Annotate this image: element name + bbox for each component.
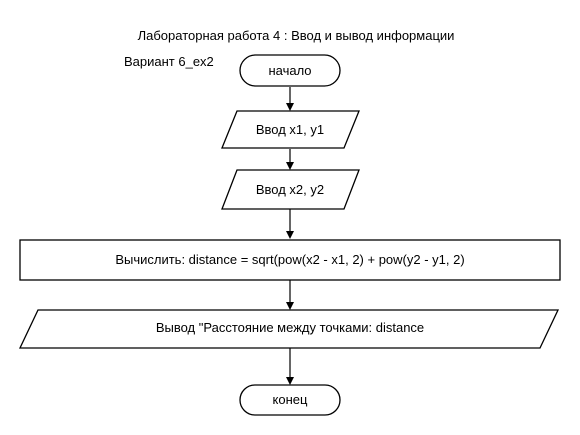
- connector-start-to-input1: [286, 87, 294, 111]
- input-x2-y2-block: Ввод x2, y2: [221, 169, 360, 210]
- compute-distance-block: Вычислить: distance = sqrt(pow(x2 - x1, …: [19, 239, 561, 281]
- input2-label: Ввод x2, y2: [256, 182, 324, 197]
- end-terminator: конец: [239, 384, 341, 416]
- variant-label: Вариант 6_ex2: [124, 54, 214, 69]
- diagram-title: Лабораторная работа 4 : Ввод и вывод инф…: [138, 28, 455, 43]
- start-terminator: начало: [239, 54, 341, 87]
- input-x1-y1-block: Ввод x1, y1: [221, 110, 360, 149]
- output-label: Вывод "Расстояние между точками: distanc…: [156, 320, 424, 335]
- output-distance-block: Вывод "Расстояние между точками: distanc…: [18, 309, 560, 349]
- connector-process-to-output: [286, 280, 294, 310]
- connector-input1-to-input2: [286, 149, 294, 170]
- start-label: начало: [268, 63, 311, 78]
- end-label: конец: [273, 392, 308, 407]
- connector-output-to-end: [286, 348, 294, 385]
- process-label: Вычислить: distance = sqrt(pow(x2 - x1, …: [115, 252, 464, 267]
- input1-label: Ввод x1, y1: [256, 122, 324, 137]
- connector-input2-to-process: [286, 209, 294, 239]
